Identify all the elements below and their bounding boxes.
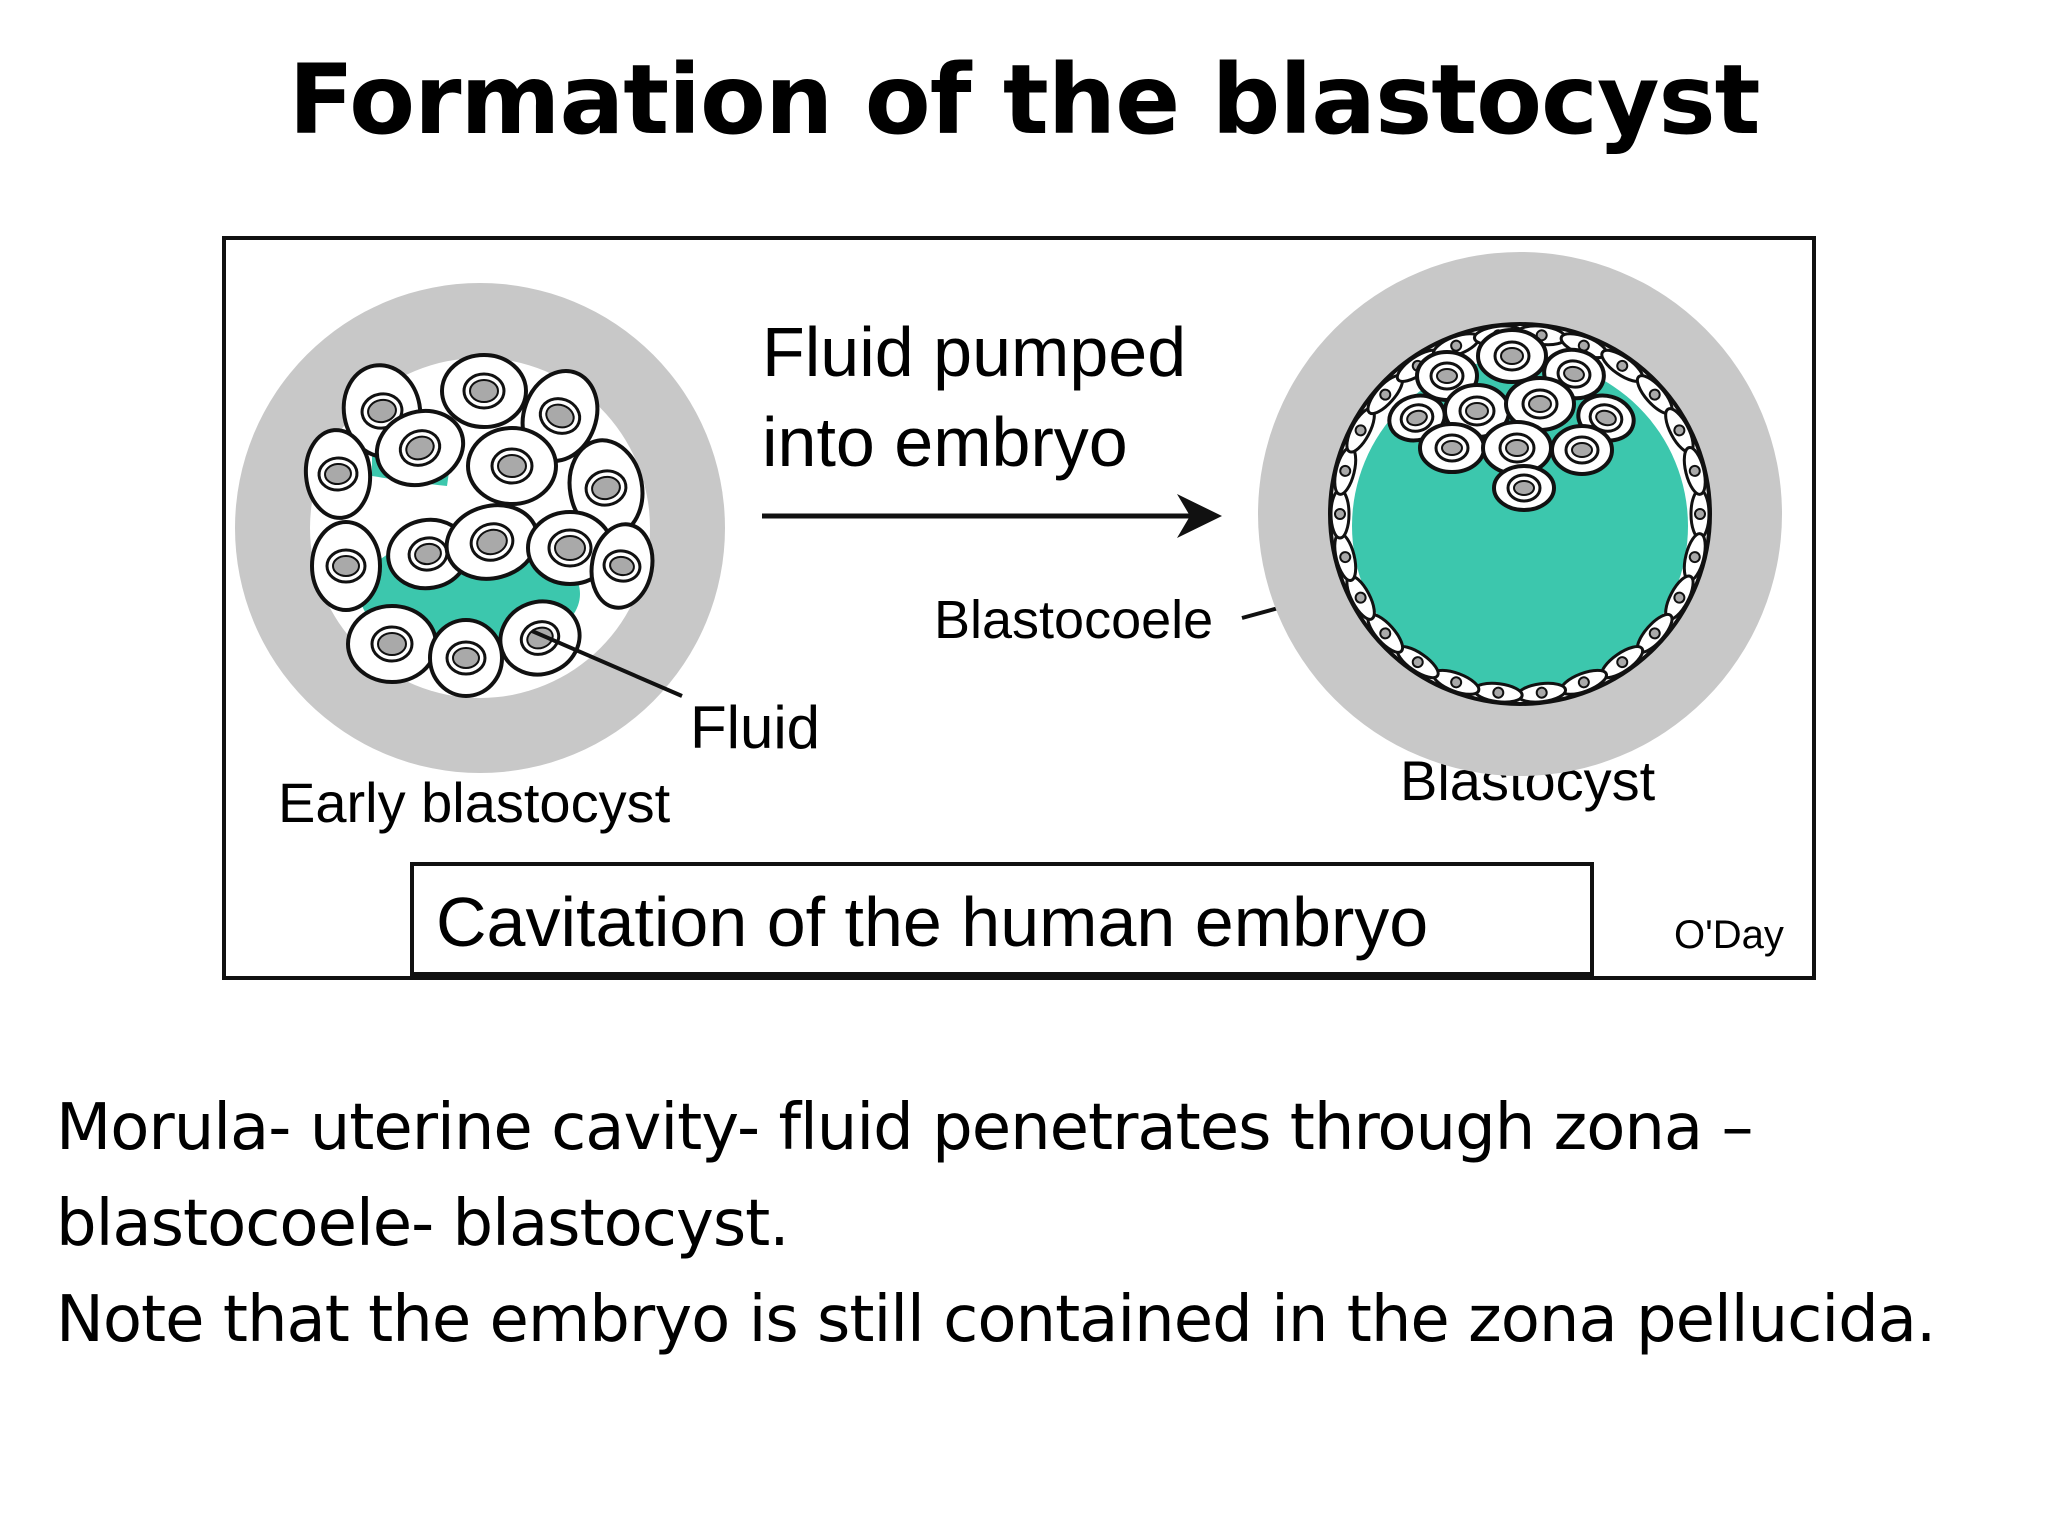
cell (310, 520, 382, 612)
cell (440, 353, 528, 429)
trophoblast-cell (1682, 446, 1707, 496)
cell (1550, 424, 1614, 476)
body-text: Morula- uterine cavity- fluid penetrates… (56, 1080, 2016, 1368)
blastocyst-illustration (1258, 252, 1782, 776)
cell (520, 369, 600, 463)
fluid-pumped-label: Fluid pumped into embryo (762, 313, 1186, 481)
cell (1492, 464, 1556, 512)
right-arrow (762, 494, 1222, 538)
trophoblast-cell (1635, 612, 1674, 654)
cell (567, 438, 645, 538)
cell (589, 522, 655, 610)
svg-text:Fluid pumped: Fluid pumped (762, 313, 1186, 391)
cell (466, 426, 558, 506)
fluid-label: Fluid (690, 694, 820, 761)
early-blastocyst-label: Early blastocyst (278, 771, 671, 834)
credit-text: O'Day (1674, 913, 1784, 957)
trophoblast-cell (1432, 668, 1481, 696)
cell (374, 408, 466, 488)
cell (346, 604, 438, 684)
cell (498, 599, 582, 677)
slide-title: Formation of the blastocyst (288, 44, 1760, 156)
blastocoele-label: Blastocoele (934, 590, 1213, 650)
early-blastocyst-illustration (235, 283, 725, 773)
caption-box (410, 862, 1594, 976)
body-line-2: blastocoele- blastocyst. (56, 1187, 790, 1261)
fluid-leader-line (531, 629, 683, 698)
trophoblast-cell (1329, 488, 1351, 540)
cell (444, 503, 540, 581)
blastocyst-diagram: Fluid pumped into embryo Blastocoele Flu… (222, 236, 1816, 980)
trophoblast-cell (1689, 488, 1711, 540)
cell (303, 428, 373, 520)
cell (428, 618, 504, 698)
body-line-1: Morula- uterine cavity- fluid penetrates… (56, 1091, 1753, 1165)
cell (1418, 422, 1486, 474)
trophoblast-cell (1600, 348, 1645, 383)
trophoblast-cell (1559, 668, 1608, 696)
cell (1476, 328, 1548, 384)
trophoblast-cell (1345, 407, 1376, 454)
trophoblast-cell (1682, 532, 1707, 582)
caption-text: Cavitation of the human embryo (436, 883, 1428, 961)
body-line-3: Note that the embryo is still contained … (56, 1283, 1936, 1357)
svg-text:into embryo: into embryo (762, 403, 1128, 481)
trophoblast-cell (1516, 681, 1568, 704)
